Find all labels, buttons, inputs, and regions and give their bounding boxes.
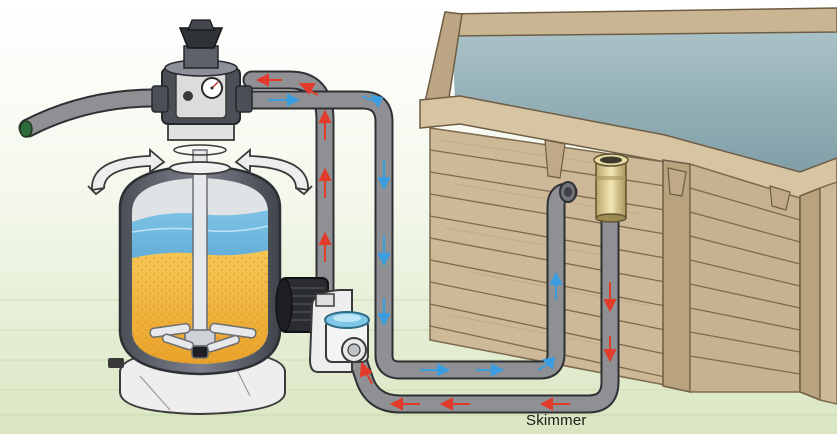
arrow-into-valve: [255, 73, 282, 87]
pool-wall-right: [689, 162, 837, 405]
arrow-return-down-1: [377, 160, 391, 191]
pool-coping: [419, 95, 837, 201]
valve-handle: [178, 27, 224, 49]
skimmer-icon: [593, 153, 629, 223]
grass-texture: [0, 299, 837, 416]
arrow-suction-left-2: [439, 397, 470, 411]
sand-filter-icon: [87, 144, 313, 416]
arrow-suction-down-2: [603, 336, 617, 363]
wooden-pool: [419, 7, 837, 405]
waste-pipe-end: [19, 120, 33, 138]
arrow-pump-riser-3: [318, 109, 332, 140]
pump-icon: [275, 277, 370, 373]
coping-brackets: [544, 139, 791, 211]
arrow-out-of-valve: [268, 93, 301, 107]
arrow-return-down-2: [377, 236, 391, 267]
arrow-riser-bend: [298, 83, 319, 96]
arrow-suction-left-3: [389, 397, 420, 411]
arrow-suction-down-1: [603, 282, 617, 313]
clamp-rotation-arrows: [87, 148, 313, 196]
multiport-valve-icon: [151, 19, 253, 141]
laterals: [149, 322, 257, 359]
arrow-pump-riser-1: [318, 231, 332, 262]
arrow-return-corner: [537, 356, 556, 371]
skimmer-label: Skimmer: [526, 412, 587, 429]
pool-water: [452, 30, 837, 175]
pressure-gauge-icon: [201, 77, 223, 99]
red-arrow-icon: [255, 73, 617, 411]
arrow-return-top: [361, 94, 384, 109]
arrow-return-up: [549, 271, 563, 300]
standpipe: [192, 149, 208, 337]
arrow-return-bottom-2: [476, 363, 505, 377]
arrow-pump-riser-2: [318, 167, 332, 198]
blue-arrow-icon: [268, 93, 563, 377]
arrow-suction-left-1: [539, 397, 570, 411]
filter-flange: [169, 161, 231, 175]
arrow-return-down-3: [377, 298, 391, 327]
return-inlet-icon: [559, 181, 577, 203]
drain-plug: [108, 358, 124, 368]
arrow-return-bottom-1: [420, 363, 451, 377]
arrow-into-pump: [359, 361, 373, 385]
